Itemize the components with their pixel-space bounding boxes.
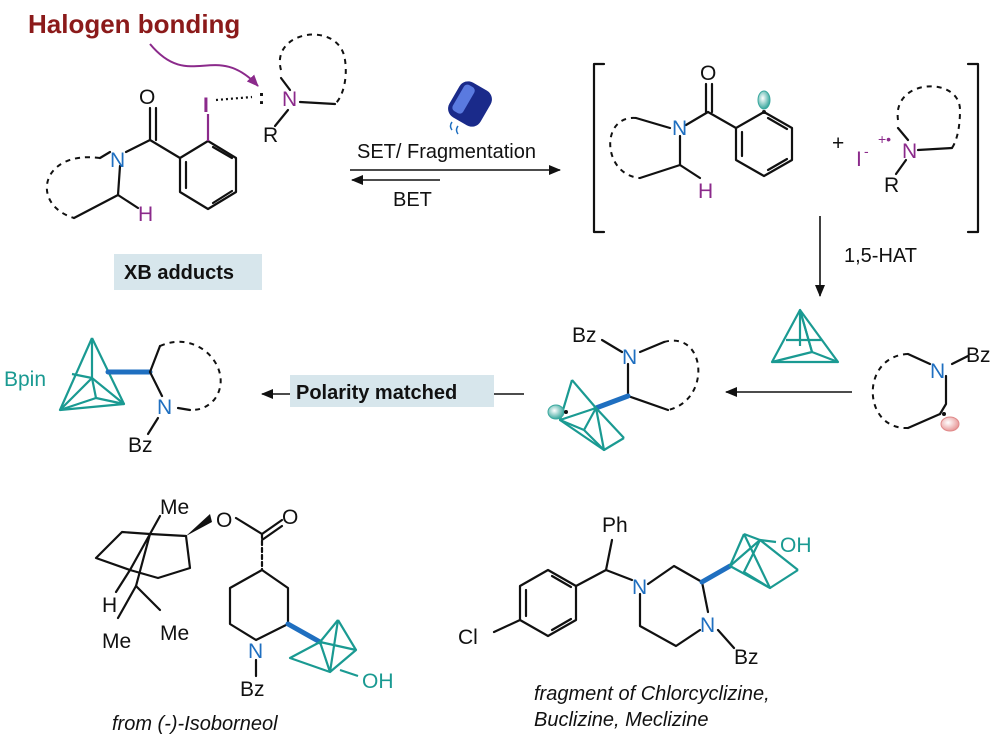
alpha-amino-radical-structure <box>871 352 970 432</box>
xb-adducts-label: XB adducts <box>124 262 234 284</box>
xb-adduct-structure <box>45 33 347 220</box>
cl-group: Cl <box>458 626 478 649</box>
bz-piperazine: Bz <box>734 646 759 669</box>
bz-product: Bz <box>128 434 153 457</box>
lone-pair: : <box>258 86 265 109</box>
oh-isoborneol: OH <box>362 670 394 693</box>
left-bracket <box>592 62 606 234</box>
atom-h: H <box>138 203 153 226</box>
atom-n-intermediate: N <box>672 117 687 140</box>
h-bridgehead: H <box>102 594 117 617</box>
atom-h-intermediate: H <box>698 180 713 203</box>
bz-bcp-radical: Bz <box>572 324 597 347</box>
atom-iodine: I <box>203 94 209 117</box>
piperazine-derivative <box>492 532 799 650</box>
me-gem-2: Me <box>160 622 189 645</box>
atom-r-cation: R <box>884 174 899 197</box>
halogen-bond-curved-arrow <box>149 43 259 87</box>
left-ring-dash <box>45 156 101 219</box>
me-gem-1: Me <box>102 630 131 653</box>
atom-n-piperidine: N <box>248 640 263 663</box>
from-isoborneol-label: from (-)-Isoborneol <box>112 713 278 735</box>
oh-piperazine: OH <box>780 534 812 557</box>
hat-label: 1,5-HAT <box>844 245 917 267</box>
bcp-radical-structure <box>547 338 700 452</box>
xb-adducts-label-box <box>114 254 262 290</box>
atom-o-intermediate: O <box>700 62 716 85</box>
fragment-label-line1: fragment of Chlorcyclizine, <box>534 683 770 705</box>
atom-n-cation: N <box>902 140 917 163</box>
atom-n-bcp-radical: N <box>622 346 637 369</box>
propellane-structure <box>770 308 840 364</box>
iodide: I <box>856 148 862 171</box>
ph-group: Ph <box>602 514 628 537</box>
atom-o-carbonyl: O <box>139 86 155 109</box>
radical-cation-sign: +• <box>878 131 891 147</box>
set-fragmentation-label: SET/ Fragmentation <box>357 141 536 163</box>
atom-r: R <box>263 124 278 147</box>
iodide-charge: - <box>864 143 869 159</box>
right-bracket <box>966 62 980 234</box>
atom-n-product: N <box>157 396 172 419</box>
bpin-group: Bpin <box>4 368 46 391</box>
fragment-label-line2: Buclizine, Meclizine <box>534 709 709 731</box>
atom-n-amine: N <box>282 88 297 111</box>
isoborneol-derivative <box>94 514 359 678</box>
atom-n-piperazine-2: N <box>700 614 715 637</box>
title: Halogen bonding <box>28 9 240 39</box>
carbonyl-o: O <box>282 506 298 529</box>
bet-label: BET <box>393 189 432 211</box>
polarity-matched-label: Polarity matched <box>296 382 457 404</box>
me-bridgehead: Me <box>160 496 189 519</box>
atom-n-piperazine-1: N <box>632 576 647 599</box>
atom-n-amide: N <box>110 149 125 172</box>
bz-radical: Bz <box>966 344 991 367</box>
light-source-icon <box>448 81 492 135</box>
bpin-bcp-product <box>58 337 222 436</box>
amine-radical-cation-ring <box>894 85 962 176</box>
bz-piperidine: Bz <box>240 678 265 701</box>
atom-n-radical: N <box>930 360 945 383</box>
polarity-label-box <box>290 375 494 407</box>
ester-o: O <box>216 509 232 532</box>
plus-sign: + <box>832 132 844 155</box>
aryl-radical-structure <box>609 82 794 180</box>
